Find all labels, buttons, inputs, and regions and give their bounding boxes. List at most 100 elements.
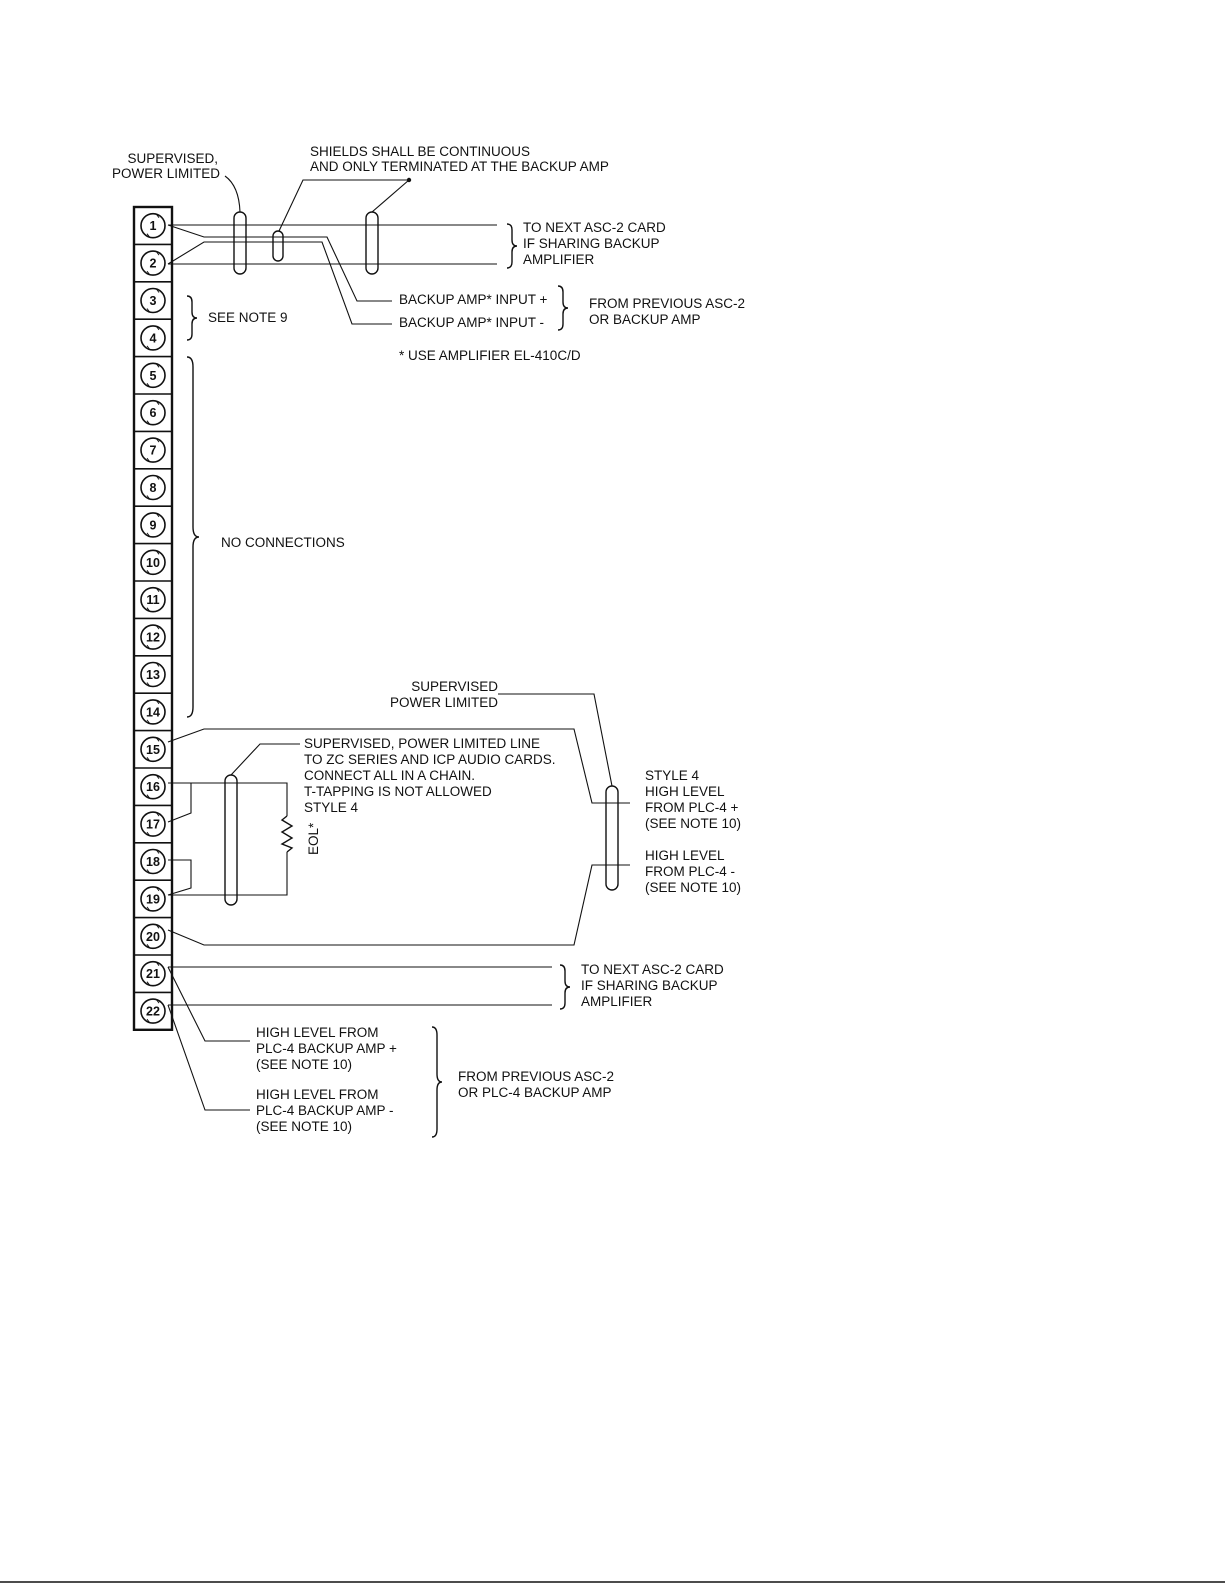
terminal-screw-1 xyxy=(140,212,166,239)
screw-slot-mark xyxy=(146,308,151,313)
screw-slot-mark xyxy=(146,607,151,612)
label-shields-2: AND ONLY TERMINATED AT THE BACKUP AMP xyxy=(310,159,609,174)
screw-slot-mark xyxy=(155,624,160,630)
terminal-number-6: 6 xyxy=(150,406,157,420)
shield-oval-audio xyxy=(224,774,238,906)
screw-slot-mark xyxy=(155,774,160,779)
label-supervised-top-2: POWER LIMITED xyxy=(112,166,220,181)
terminal-number-18: 18 xyxy=(146,855,160,869)
label-eol: EOL* xyxy=(306,822,321,855)
screw-slot-mark xyxy=(155,998,160,1004)
eol-resistor xyxy=(280,815,294,853)
screw-slot-mark xyxy=(146,457,151,463)
bottom-wiring xyxy=(167,966,552,1111)
shield-oval-style4 xyxy=(605,785,619,891)
terminal-number-5: 5 xyxy=(150,369,157,383)
screw-slot-mark xyxy=(146,757,151,762)
label-use-amplifier: * USE AMPLIFIER EL-410C/D xyxy=(399,348,581,363)
label-audio-line-5: STYLE 4 xyxy=(304,800,359,815)
label-high-level-minus-3: (SEE NOTE 10) xyxy=(256,1119,352,1134)
shield-oval-left xyxy=(233,211,247,275)
label-high-level-plus-3: (SEE NOTE 10) xyxy=(256,1057,352,1072)
label-style4-plus-1: STYLE 4 xyxy=(645,768,700,783)
brace-from-previous xyxy=(557,285,569,331)
label-next-card-bottom-2: IF SHARING BACKUP xyxy=(581,978,718,993)
screw-slot-mark xyxy=(155,475,160,480)
terminal-screw-5 xyxy=(140,362,166,389)
label-next-card-top-2: IF SHARING BACKUP xyxy=(523,236,660,251)
terminal-number-15: 15 xyxy=(146,743,160,757)
screw-slot-mark xyxy=(155,437,160,443)
label-style4-plus-4: (SEE NOTE 10) xyxy=(645,816,741,831)
terminal-screw-11 xyxy=(140,586,166,613)
terminal-number-16: 16 xyxy=(146,780,160,794)
label-next-card-bottom-1: TO NEXT ASC-2 CARD xyxy=(581,962,724,977)
screw-slot-mark xyxy=(146,719,151,725)
terminal-screw-17 xyxy=(140,811,166,837)
screw-slot-mark xyxy=(155,849,160,854)
label-next-card-bottom-3: AMPLIFIER xyxy=(581,994,653,1009)
label-audio-line-3: CONNECT ALL IN A CHAIN. xyxy=(304,768,475,783)
label-from-previous-plc4-2: OR PLC-4 BACKUP AMP xyxy=(458,1085,612,1100)
terminal-number-17: 17 xyxy=(146,818,160,832)
brace-from-previous-plc4 xyxy=(431,1026,443,1138)
terminal-screw-6 xyxy=(140,399,166,426)
terminal-screw-19 xyxy=(140,886,166,912)
brace-next-card-bottom xyxy=(559,964,571,1010)
label-supervised-mid-1: SUPERVISED xyxy=(411,679,498,694)
terminal-number-21: 21 xyxy=(146,967,160,981)
screw-slot-mark xyxy=(155,213,160,218)
label-from-previous-plc4-1: FROM PREVIOUS ASC-2 xyxy=(458,1069,614,1084)
terminal-screw-4 xyxy=(140,325,166,351)
terminal-number-9: 9 xyxy=(150,518,157,532)
label-high-level-plus-2: PLC-4 BACKUP AMP + xyxy=(256,1041,397,1056)
label-backup-input-minus: BACKUP AMP* INPUT - xyxy=(399,315,544,330)
screw-slot-mark xyxy=(155,550,160,555)
screw-slot-mark xyxy=(146,270,151,276)
terminal-number-2: 2 xyxy=(150,257,157,271)
terminal-number-13: 13 xyxy=(146,668,160,682)
terminal-number-1: 1 xyxy=(150,219,157,233)
screw-slot-mark xyxy=(146,532,151,538)
screw-slot-mark xyxy=(155,811,160,817)
label-style4-plus-3: FROM PLC-4 + xyxy=(645,800,739,815)
terminal-number-10: 10 xyxy=(146,556,160,570)
label-supervised-mid-2: POWER LIMITED xyxy=(390,695,498,710)
terminal-screw-3 xyxy=(140,287,166,314)
screw-slot-mark xyxy=(146,644,151,650)
terminal-screw-20 xyxy=(140,923,166,950)
label-see-note-9: SEE NOTE 9 xyxy=(208,310,288,325)
terminal-screw-14 xyxy=(140,699,166,725)
screw-slot-mark xyxy=(146,906,151,912)
terminal-number-22: 22 xyxy=(146,1005,160,1019)
label-high-level-plus-1: HIGH LEVEL FROM xyxy=(256,1025,379,1040)
label-next-card-top-3: AMPLIFIER xyxy=(523,252,595,267)
screw-slot-mark xyxy=(146,1018,151,1024)
label-style4-minus-1: HIGH LEVEL xyxy=(645,848,725,863)
screw-slot-mark xyxy=(146,682,151,687)
screw-slot-mark xyxy=(155,662,160,667)
terminal-screw-12 xyxy=(140,624,166,650)
label-no-connections: NO CONNECTIONS xyxy=(221,535,345,550)
screw-slot-mark xyxy=(146,495,151,500)
screw-slot-mark xyxy=(155,250,160,256)
terminal-number-20: 20 xyxy=(146,930,160,944)
label-high-level-minus-2: PLC-4 BACKUP AMP - xyxy=(256,1103,394,1118)
terminal-screw-8 xyxy=(140,474,166,501)
terminal-screw-15 xyxy=(140,736,166,763)
shield-oval-right xyxy=(365,211,379,275)
screw-slot-mark xyxy=(155,886,160,892)
screw-slot-mark xyxy=(155,587,160,592)
screw-slot-mark xyxy=(155,924,160,929)
terminal-screw-21 xyxy=(140,960,166,987)
label-next-card-top-1: TO NEXT ASC-2 CARD xyxy=(523,220,666,235)
terminal-screw-22 xyxy=(140,998,166,1024)
terminal-screw-10 xyxy=(140,549,166,576)
terminal-screw-7 xyxy=(140,437,166,463)
screw-slot-mark xyxy=(146,794,151,799)
screw-slot-mark xyxy=(146,570,151,575)
brace-no-connections xyxy=(186,356,200,718)
